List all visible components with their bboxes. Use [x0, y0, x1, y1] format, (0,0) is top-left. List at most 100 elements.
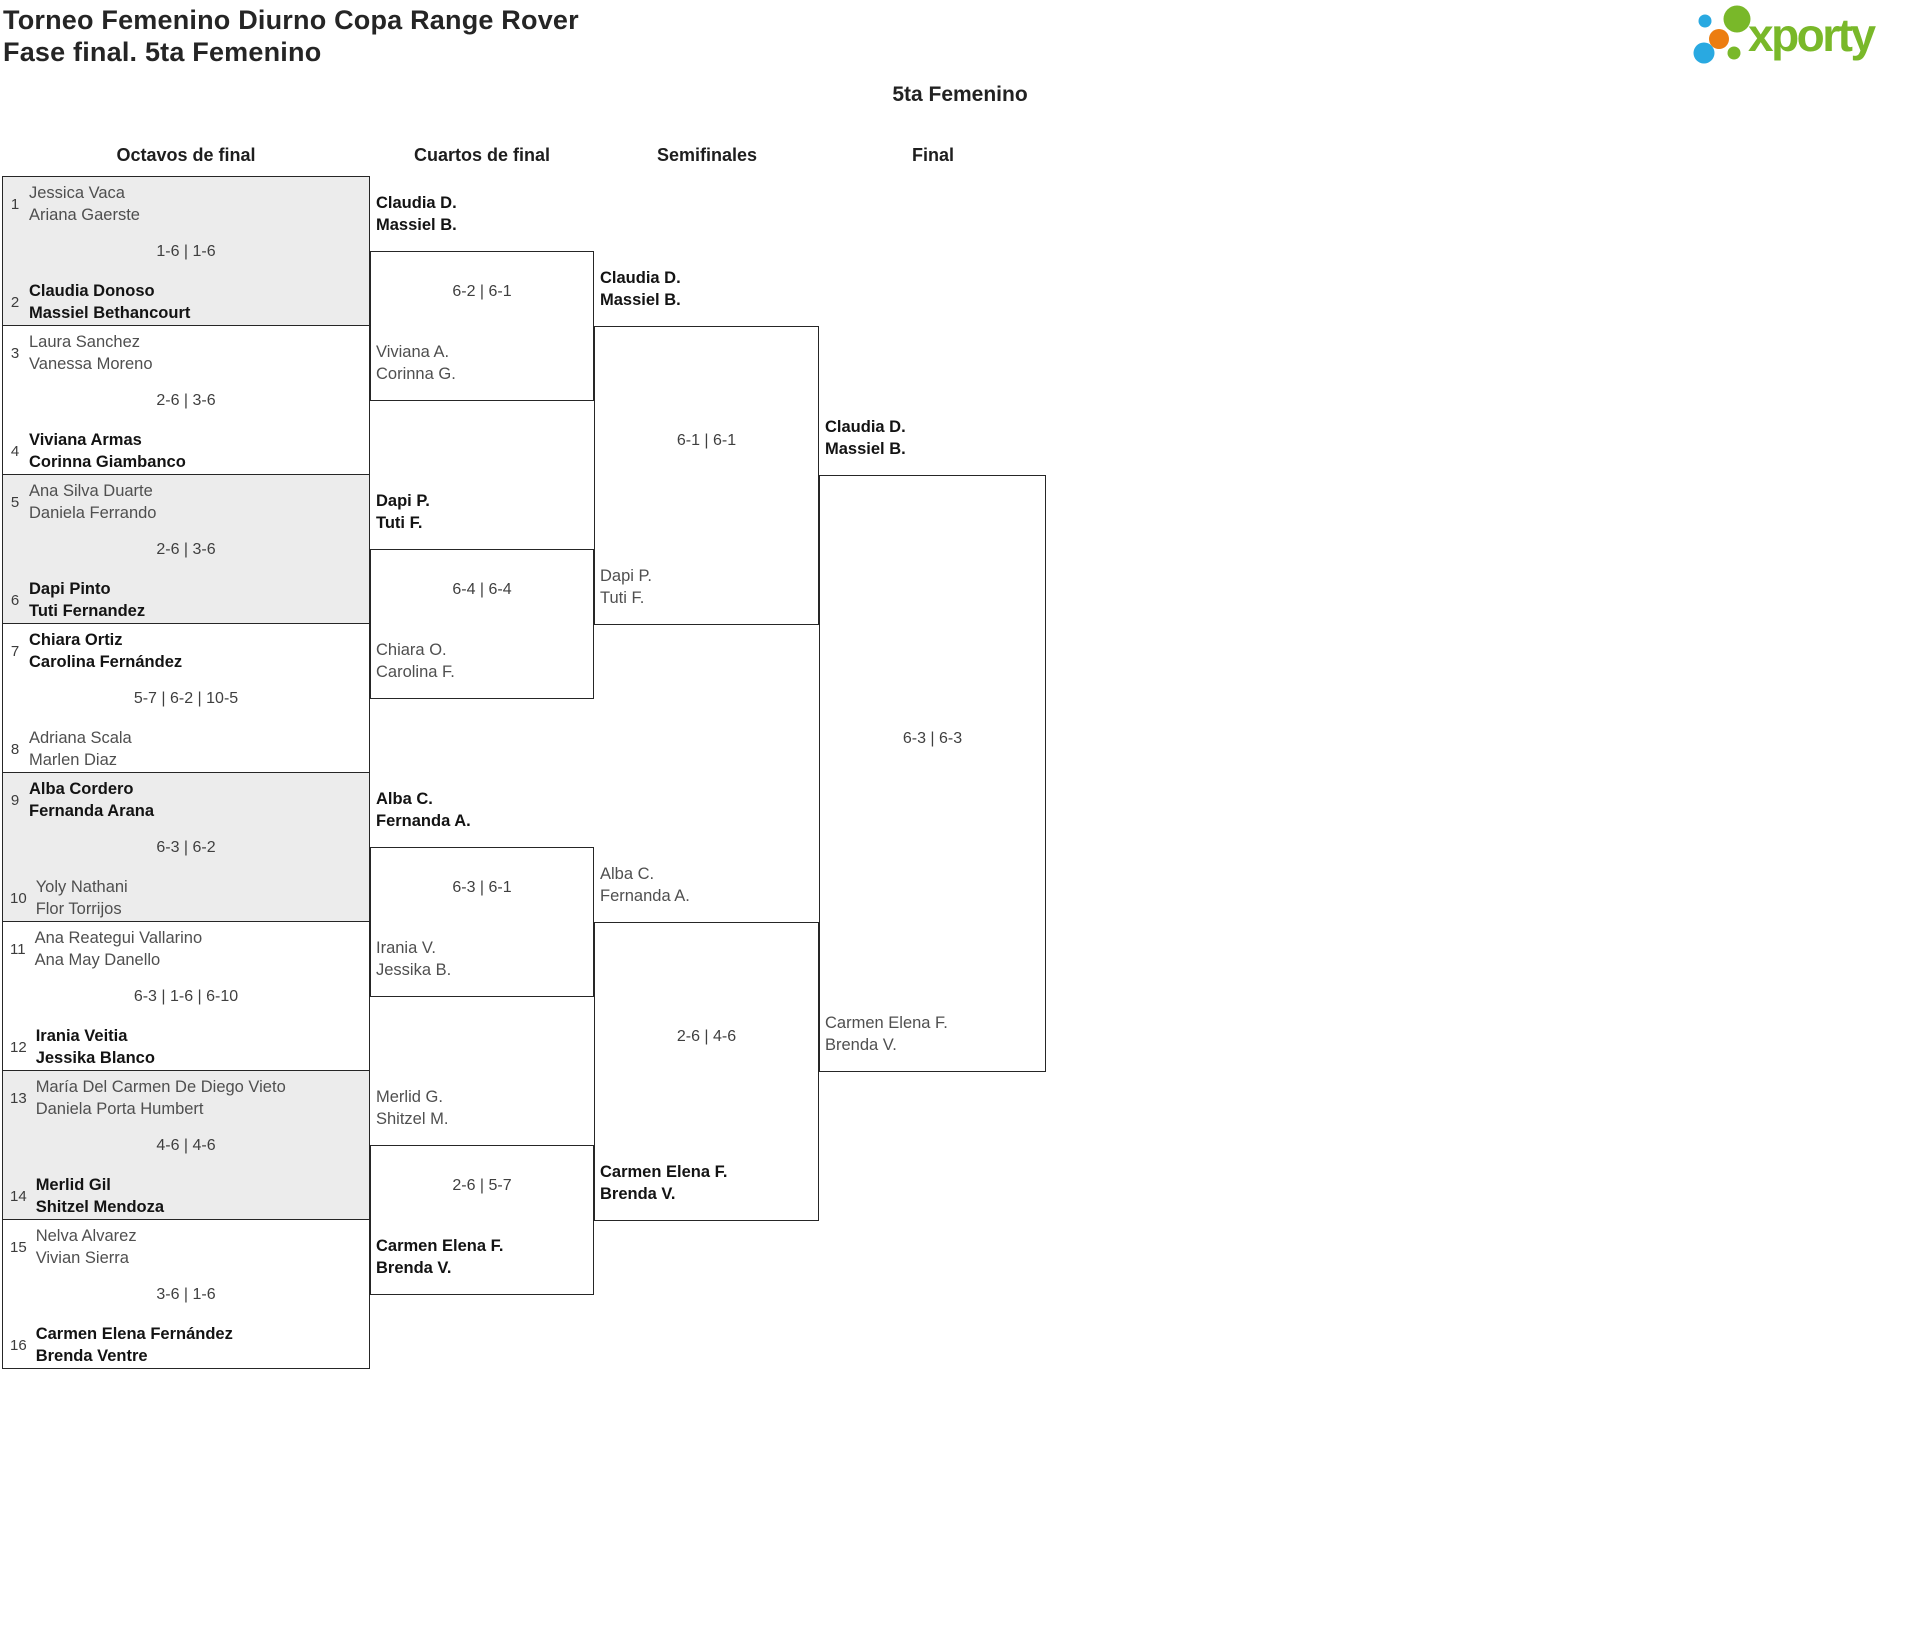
seed-number: 8	[10, 740, 20, 758]
category-heading: 5ta Femenino	[892, 83, 1028, 106]
round-header-cuartos: Cuartos de final	[413, 145, 551, 165]
team-name-line: Jessica Vaca	[29, 184, 125, 202]
sf-match-1-score: 6-1 | 6-1	[676, 432, 737, 449]
page-title: Torneo Femenino Diurno Copa Range Rover …	[3, 4, 579, 68]
qf-match-1-bottom-team-label: Viviana A. Corinna G.	[376, 341, 456, 385]
team-name-line: Carolina F.	[376, 663, 455, 681]
team-name-line: Carmen Elena F.	[376, 1237, 504, 1255]
sf-match-2-bottom-team-label: Carmen Elena F. Brenda V.	[600, 1161, 727, 1205]
team-name-line: Merlid G.	[376, 1088, 443, 1106]
r16-match-3-score: 2-6 | 3-6	[156, 541, 216, 558]
team-name-line: Daniela Porta Humbert	[35, 1100, 204, 1118]
team-name-line: Chiara O.	[376, 641, 447, 659]
team-name-line: Brenda V.	[600, 1185, 676, 1203]
team-name-line: Chiara Ortiz	[29, 631, 123, 649]
sf-match-2-score: 2-6 | 4-6	[676, 1028, 737, 1045]
team-name-line: Alba C.	[600, 865, 655, 883]
tournament-name: Torneo Femenino Diurno Copa Range Rover	[3, 5, 579, 35]
team-name-line: Irania Veitia	[35, 1027, 128, 1045]
team-name-line: Brenda V.	[376, 1259, 452, 1277]
team-name-line: Viviana A.	[376, 343, 450, 361]
sf-match-2-box	[594, 922, 819, 1221]
seed-number: 6	[10, 591, 20, 609]
qf-match-3-score: 6-3 | 6-1	[452, 879, 512, 896]
seed-number: 9	[10, 791, 20, 809]
seed-number: 11	[10, 940, 26, 958]
team-name-line: Ana Reategui Vallarino	[34, 929, 203, 947]
qf-match-2-box	[370, 549, 594, 699]
qf-match-3-box	[370, 847, 594, 997]
team-name-line: Fernanda A.	[600, 887, 690, 905]
team-name-line: Massiel B.	[600, 291, 681, 309]
qf-match-3-top-team-label: Alba C.Fernanda A.	[376, 788, 471, 832]
team-name-line: Dapi Pinto	[29, 580, 111, 598]
team-name-line: Vanessa Moreno	[29, 355, 153, 373]
qf-match-2-score: 6-4 | 6-4	[452, 581, 512, 598]
team-name-line: Claudia D.	[825, 418, 906, 436]
team-name-line: Tuti F.	[600, 589, 645, 607]
team-name-line: Jessika B.	[376, 961, 452, 979]
team-name-line: Corinna G.	[376, 365, 456, 383]
team-name-line: Alba Cordero	[29, 780, 134, 798]
qf-match-1-score: 6-2 | 6-1	[452, 283, 512, 300]
team-name-line: Carmen Elena Fernández	[35, 1325, 233, 1343]
team-name-line: Fernanda Arana	[29, 802, 155, 820]
team-name-line: Dapi P.	[376, 492, 430, 510]
team-name-line: Alba C.	[376, 790, 433, 808]
team-name-line: Yoly Nathani	[35, 878, 128, 896]
team-name-line: Shitzel Mendoza	[35, 1198, 165, 1216]
team-name-line: Carmen Elena F.	[600, 1163, 728, 1181]
round-header-final: Final	[911, 145, 955, 165]
xporty-logo-text: xporty	[1748, 9, 1876, 61]
final-bottom-team-label: Carmen Elena F.Brenda V.	[825, 1012, 948, 1056]
team-name-line: Adriana Scala	[29, 729, 132, 747]
team-name-line: Vivian Sierra	[35, 1249, 129, 1267]
qf-match-3-bottom-team-label: Irania V. Jessika B.	[376, 937, 451, 981]
team-name-line: Marlen Diaz	[29, 751, 118, 769]
qf-match-4-score: 2-6 | 5-7	[452, 1177, 512, 1194]
sf-match-1-bottom-team-label: Dapi P. Tuti F.	[600, 565, 652, 609]
team-name-line: Brenda Ventre	[35, 1347, 148, 1365]
team-name-line: Ana Silva Duarte	[29, 482, 153, 500]
team-name-line: Dapi P.	[600, 567, 652, 585]
qf-match-4-bottom-team-label: Carmen Elena F. Brenda V.	[376, 1235, 503, 1279]
final-match-box	[819, 475, 1046, 1072]
team-name-line: Shitzel M.	[376, 1110, 449, 1128]
r16-match-2-score: 2-6 | 3-6	[156, 392, 216, 409]
team-name-line: Irania V.	[376, 939, 436, 957]
team-name-line: Nelva Alvarez	[35, 1227, 137, 1245]
xporty-logo[interactable]: xporty	[1692, 0, 1918, 72]
team-name-line: Tuti F.	[376, 514, 423, 532]
seed-number: 4	[10, 442, 20, 460]
seed-number: 5	[10, 493, 20, 511]
r16-match-5-score: 6-3 | 6-2	[156, 839, 216, 856]
seed-number: 1	[10, 195, 20, 213]
team-name-line: Viviana Armas	[29, 431, 142, 449]
r16-match-1-score: 1-6 | 1-6	[156, 243, 216, 260]
team-name-line: Claudia Donoso	[29, 282, 155, 300]
phase-and-category: Fase final. 5ta Femenino	[3, 37, 322, 67]
